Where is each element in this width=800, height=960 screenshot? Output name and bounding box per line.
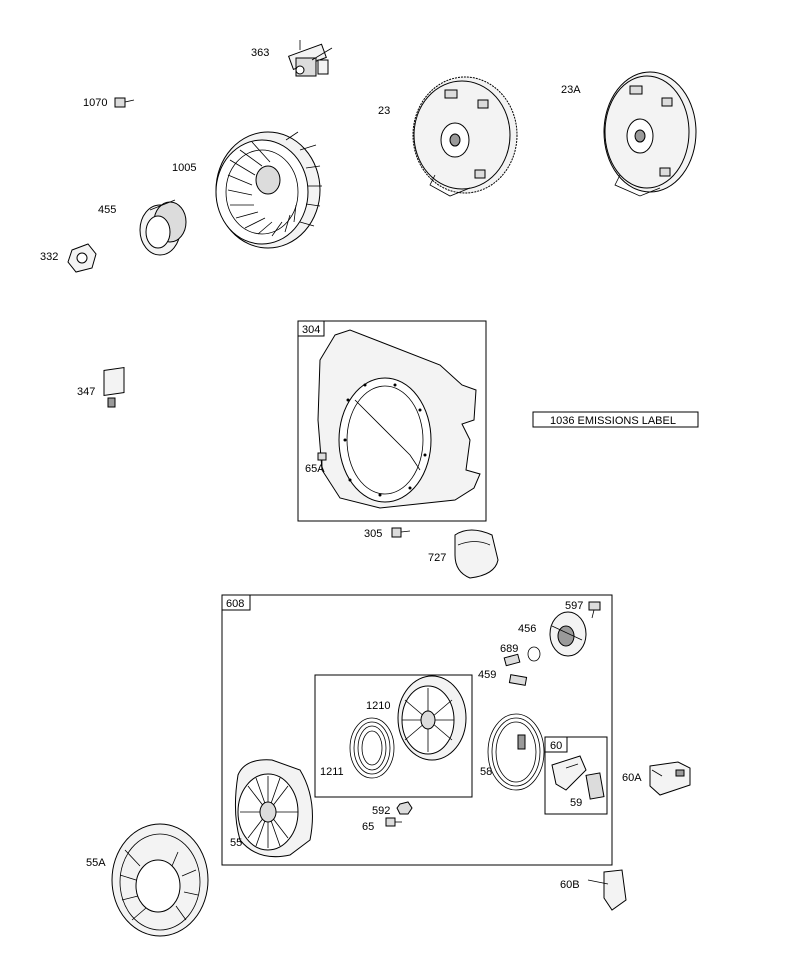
box-304 [297, 320, 487, 522]
part-65A-screw [317, 452, 327, 470]
label-65A: 65A [305, 463, 325, 475]
label-60A: 60A [622, 772, 642, 784]
part-blower-housing [317, 329, 481, 509]
part-1211-spring [349, 717, 395, 779]
label-58: 58 [480, 766, 492, 778]
label-459: 459 [478, 669, 496, 681]
label-1036-emissions: 1036 EMISSIONS LABEL [550, 415, 676, 427]
label-1070: 1070 [83, 97, 107, 109]
label-23: 23 [378, 105, 390, 117]
part-456-retainer [549, 611, 587, 657]
part-363-bracket [287, 40, 333, 77]
part-58-rope [487, 713, 545, 791]
tag-304 [297, 320, 325, 337]
label-65: 65 [362, 821, 374, 833]
label-455: 455 [98, 204, 116, 216]
label-592: 592 [372, 805, 390, 817]
part-55A-starter-housing [111, 823, 209, 937]
box-pulley-spring [314, 674, 473, 798]
label-727: 727 [428, 552, 446, 564]
part-455-cup [139, 199, 187, 256]
part-689-ring [527, 646, 541, 662]
box-608 [221, 594, 613, 866]
part-459-pawls [503, 653, 528, 686]
label-60B: 60B [560, 879, 580, 891]
part-1070-bolt [114, 97, 135, 108]
part-65-screw [385, 817, 402, 827]
part-59-insert [585, 772, 605, 800]
label-1211: 1211 [320, 766, 344, 778]
part-597-screw [588, 601, 601, 619]
tag-608 [221, 594, 251, 611]
label-55: 55 [230, 837, 242, 849]
part-60A-handle [649, 761, 691, 796]
emissions-label-box [532, 411, 699, 428]
part-305-screw [391, 527, 411, 538]
label-456: 456 [518, 623, 536, 635]
label-23A: 23A [561, 84, 581, 96]
part-727-cover [454, 529, 499, 579]
part-347-clip [103, 367, 125, 408]
part-60-handle [551, 755, 587, 791]
label-363: 363 [251, 47, 269, 59]
tag-60 [544, 736, 568, 753]
part-23A-flywheel [603, 71, 697, 197]
part-60B-handle [587, 869, 627, 911]
box-60 [544, 736, 608, 815]
label-1005: 1005 [172, 162, 196, 174]
label-347: 347 [77, 386, 95, 398]
part-55-starter-housing [234, 759, 313, 858]
label-55A: 55A [86, 857, 106, 869]
label-332: 332 [40, 251, 58, 263]
label-59: 59 [570, 797, 582, 809]
label-305: 305 [364, 528, 382, 540]
part-332-nut [67, 243, 97, 273]
label-60: 60 [550, 740, 562, 752]
label-597: 597 [565, 600, 583, 612]
label-304: 304 [302, 324, 320, 336]
part-1210-pulley [397, 675, 467, 761]
part-23-flywheel [412, 76, 518, 197]
part-1005-fan [215, 131, 322, 249]
label-689: 689 [500, 643, 518, 655]
part-592-nut [396, 801, 413, 815]
label-608: 608 [226, 598, 244, 610]
label-1210: 1210 [366, 700, 390, 712]
